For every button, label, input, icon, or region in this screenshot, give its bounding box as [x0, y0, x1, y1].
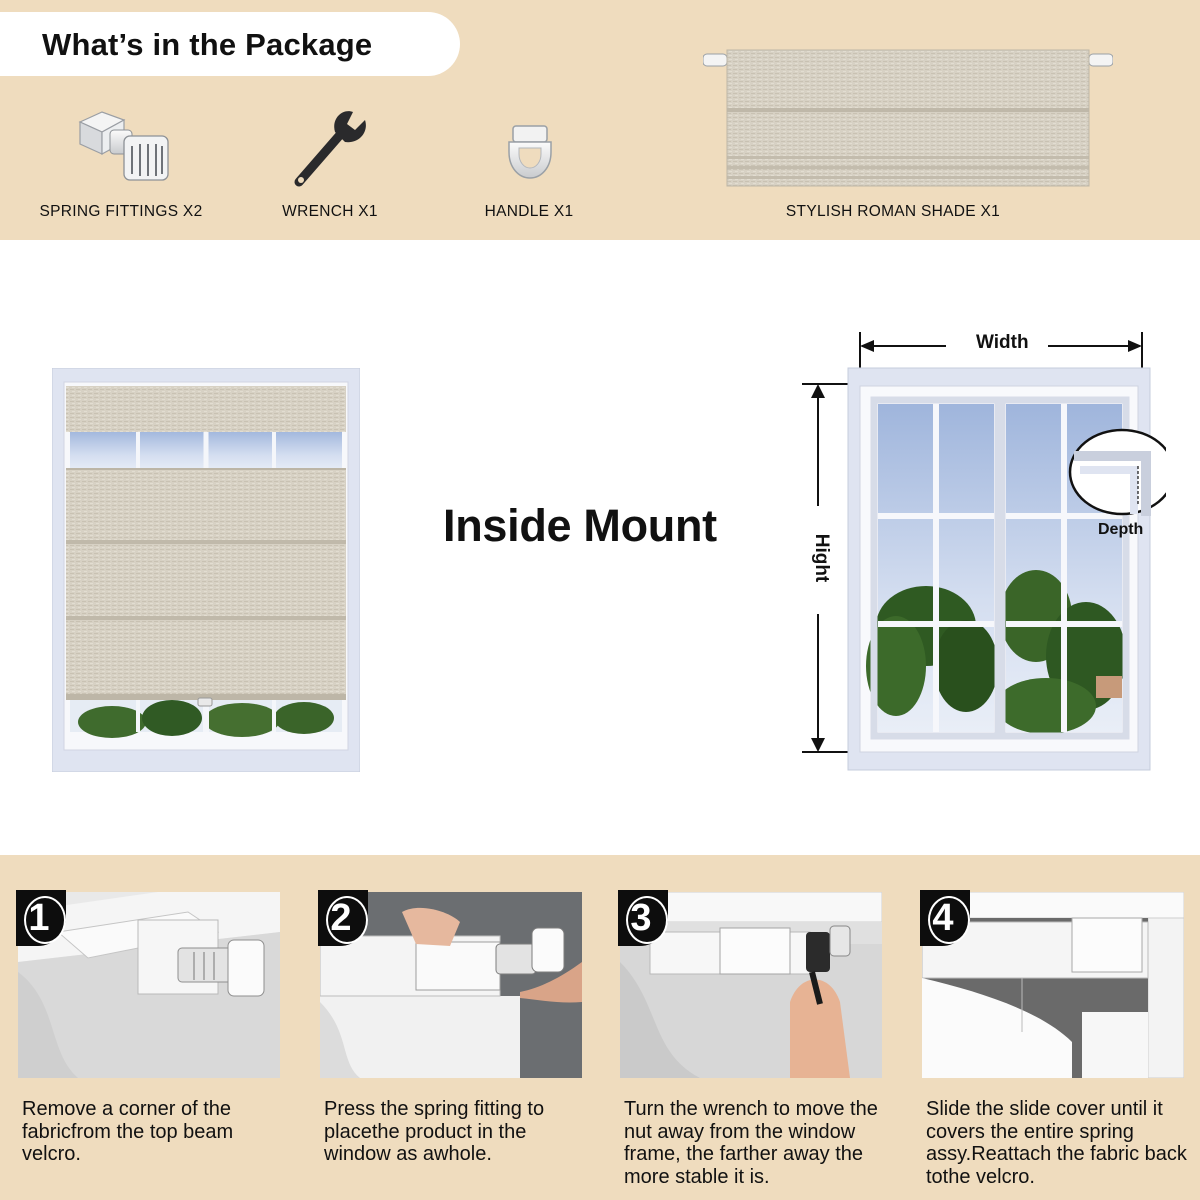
- step-instruction: Press the spring fitting to placethe pro…: [324, 1098, 545, 1165]
- depth-label: Depth: [1098, 521, 1144, 538]
- step-number-badge: 1: [16, 890, 66, 946]
- step-1-photo: [18, 892, 280, 1078]
- step-instruction: Slide the slide cover until it covers th…: [926, 1098, 1187, 1188]
- width-label: Width: [976, 332, 1029, 353]
- window-measurement-diagram: [802, 332, 1166, 771]
- package-item-wrench: [232, 96, 432, 226]
- wrench-icon: [294, 111, 366, 187]
- mount-title: Inside Mount: [443, 500, 717, 551]
- package-item-spring-fittings: [22, 96, 222, 226]
- step-instruction: Remove a corner of the fabricfrom the to…: [22, 1098, 234, 1165]
- package-item-handle: [430, 96, 630, 226]
- package-item-label: STYLISH ROMAN SHADE X1: [785, 203, 1001, 220]
- window-with-shade-illustration: [52, 368, 360, 772]
- step-number-badge: 2: [318, 890, 368, 946]
- package-item-label: HANDLE X1: [484, 203, 574, 220]
- package-title-pill: [0, 12, 460, 76]
- step-instruction: Turn the wrench to move the nut away fro…: [624, 1098, 878, 1188]
- step-number-badge: 3: [618, 890, 668, 946]
- step-3-photo: [620, 892, 882, 1078]
- package-item-label: SPRING FITTINGS X2: [39, 203, 203, 220]
- roman-shade-icon: [703, 49, 1113, 187]
- height-label: Hight: [811, 533, 832, 583]
- package-section: What’s in the Package SPRING FITTINGS X2…: [0, 0, 1200, 240]
- spring-fitting-icon: [78, 111, 169, 181]
- step-number-badge: 4: [920, 890, 970, 946]
- package-title: What’s in the Package: [42, 27, 373, 62]
- package-item-label: WRENCH X1: [282, 203, 378, 220]
- handle-icon: [508, 125, 552, 179]
